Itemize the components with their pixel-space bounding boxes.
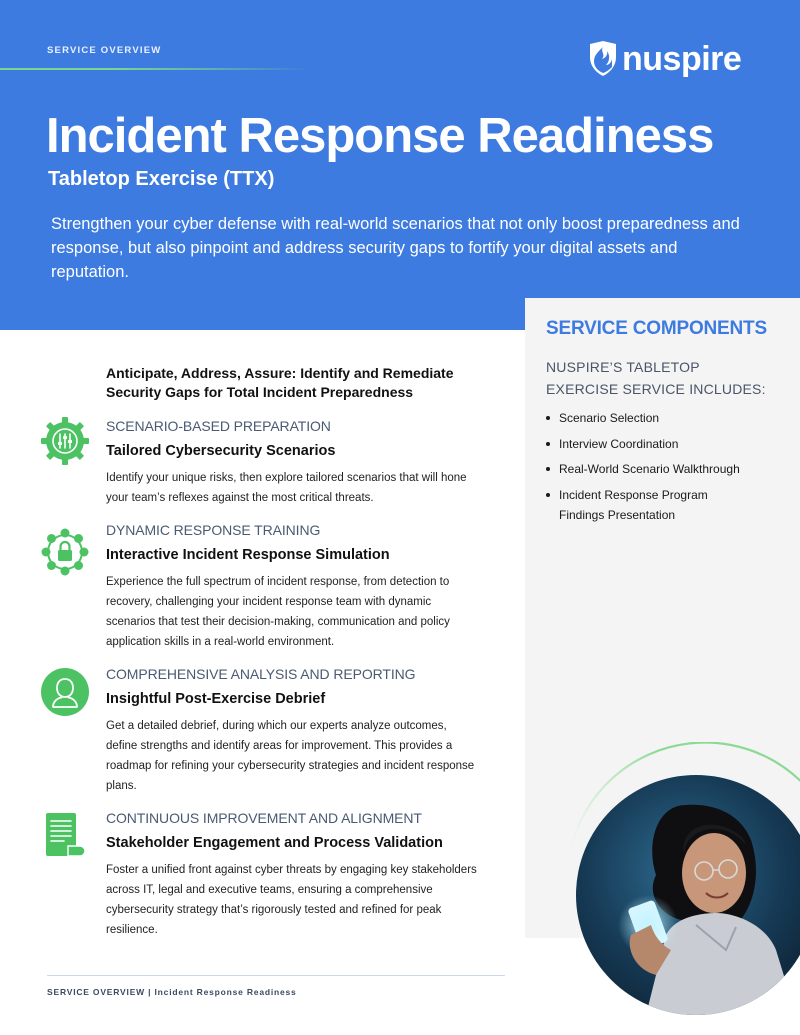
feature-eyebrow: DYNAMIC RESPONSE TRAINING xyxy=(106,522,321,538)
document-scroll-icon xyxy=(46,813,86,857)
components-heading: SERVICE COMPONENTS xyxy=(546,318,767,339)
eyebrow-label: SERVICE OVERVIEW xyxy=(47,45,162,56)
footer: SERVICE OVERVIEW | Incident Response Rea… xyxy=(47,987,297,997)
feature-description: Identify your unique risks, then explore… xyxy=(106,472,467,504)
network-lock-icon xyxy=(41,528,89,576)
components-list: Scenario Selection Interview Coordinatio… xyxy=(546,408,786,530)
list-item: Real-World Scenario Walkthrough xyxy=(546,459,786,479)
feature-eyebrow: CONTINUOUS IMPROVEMENT AND ALIGNMENT xyxy=(106,810,422,826)
person-photo xyxy=(576,775,800,1015)
page-title: Incident Response Readiness xyxy=(46,109,714,163)
eyebrow-divider xyxy=(0,68,310,70)
feature-title: Interactive Incident Response Simulation xyxy=(106,547,390,563)
feature-title: Insightful Post-Exercise Debrief xyxy=(106,691,326,707)
intro-paragraph: Strengthen your cyber defense with real-… xyxy=(51,215,740,281)
footer-page-title: Incident Response Readiness xyxy=(154,987,297,997)
footer-divider xyxy=(47,975,505,976)
page-subtitle: Tabletop Exercise (TTX) xyxy=(48,168,275,190)
feature-description: Foster a unified front against cyber thr… xyxy=(106,864,477,936)
feature-title: Tailored Cybersecurity Scenarios xyxy=(106,443,336,459)
footer-separator: | xyxy=(148,987,152,997)
feature-eyebrow: SCENARIO-BASED PREPARATION xyxy=(106,418,331,434)
lead-heading: Anticipate, Address, Assure: Identify an… xyxy=(106,365,454,400)
brand-logo: nuspire xyxy=(588,40,742,78)
components-subheading: NUSPIRE’S TABLETOP EXERCISE SERVICE INCL… xyxy=(546,359,766,397)
list-item: Scenario Selection xyxy=(546,408,786,428)
decorative-arc xyxy=(568,742,800,853)
shield-flame-icon xyxy=(590,41,616,76)
feature-description: Get a detailed debrief, during which our… xyxy=(106,720,475,792)
hero-banner: SERVICE OVERVIEW nuspire Incident Respon… xyxy=(0,0,800,330)
user-profile-icon xyxy=(41,668,89,716)
list-item: Interview Coordination xyxy=(546,434,786,454)
gear-sliders-icon xyxy=(41,417,89,465)
list-item: Incident Response Program Findings Prese… xyxy=(546,485,716,525)
brand-wordmark: nuspire xyxy=(622,40,742,78)
person-with-phone-illustration xyxy=(576,775,800,1015)
feature-title: Stakeholder Engagement and Process Valid… xyxy=(106,835,443,851)
feature-description: Experience the full spectrum of incident… xyxy=(106,576,450,648)
footer-section-label: SERVICE OVERVIEW xyxy=(47,987,145,997)
feature-eyebrow: COMPREHENSIVE ANALYSIS AND REPORTING xyxy=(106,666,416,682)
